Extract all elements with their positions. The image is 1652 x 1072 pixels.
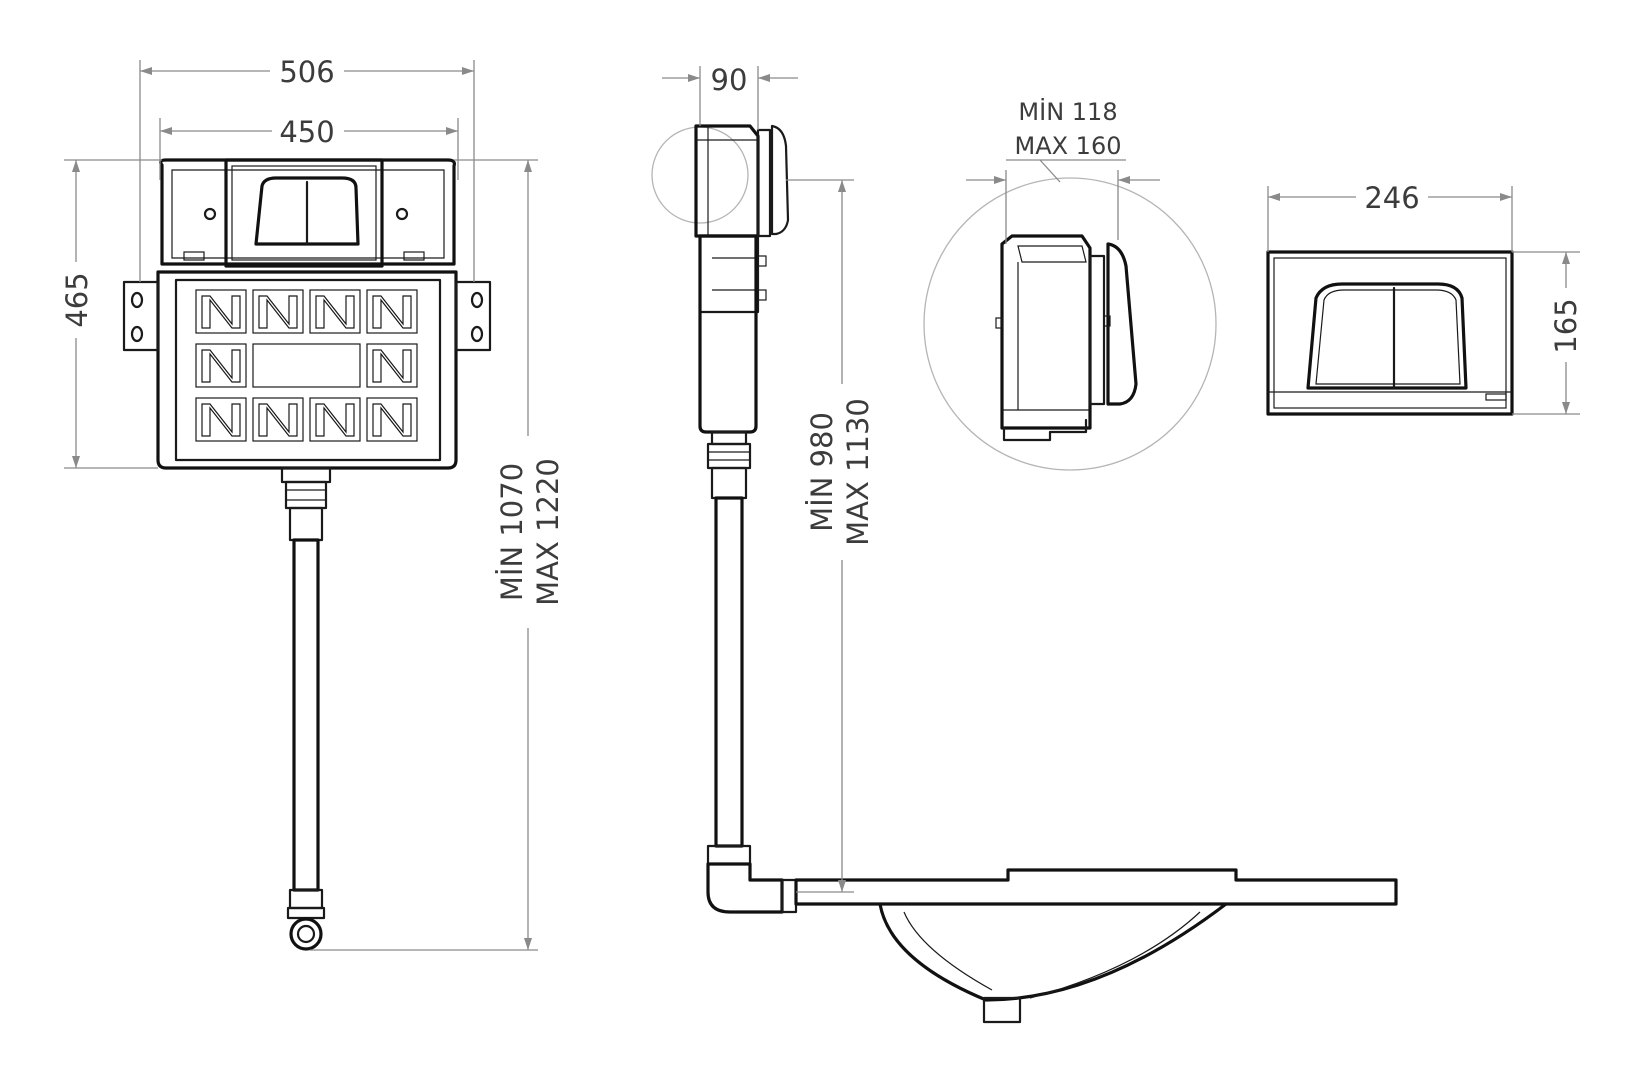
- wall-thickness-max-label: MAX 160: [1014, 132, 1121, 160]
- floor-height-min-label: MİN 980: [805, 412, 839, 532]
- depth-label: 90: [711, 63, 748, 97]
- flush-plate-dimensions: 246 165: [1267, 181, 1583, 415]
- flush-plate-view: [1266, 250, 1514, 416]
- detail-view-dimensions: MİN 118 MAX 160: [966, 97, 1160, 244]
- side-view-dimensions: 90 MİN 980 MAX 1130: [662, 63, 875, 893]
- floor-height-max-label: MAX 1130: [841, 398, 875, 546]
- overall-width-label: 506: [279, 55, 334, 89]
- detail-view: [923, 177, 1217, 471]
- front-flush-button: [254, 176, 360, 246]
- front-view: [122, 158, 492, 951]
- plate-flush-button: [1306, 282, 1468, 390]
- front-view-dimensions: 506 450 465 MİN 1070 MAX 1220: [60, 55, 565, 951]
- plate-height-label: 165: [1549, 298, 1583, 353]
- cistern-height-label: 465: [60, 272, 94, 327]
- side-view: [651, 124, 1398, 1024]
- install-height-min-label: MİN 1070: [495, 463, 529, 601]
- wall-thickness-min-label: MİN 118: [1018, 97, 1117, 126]
- frame-width-label: 450: [279, 115, 334, 149]
- plate-width-label: 246: [1364, 181, 1419, 215]
- install-height-max-label: MAX 1220: [531, 458, 565, 606]
